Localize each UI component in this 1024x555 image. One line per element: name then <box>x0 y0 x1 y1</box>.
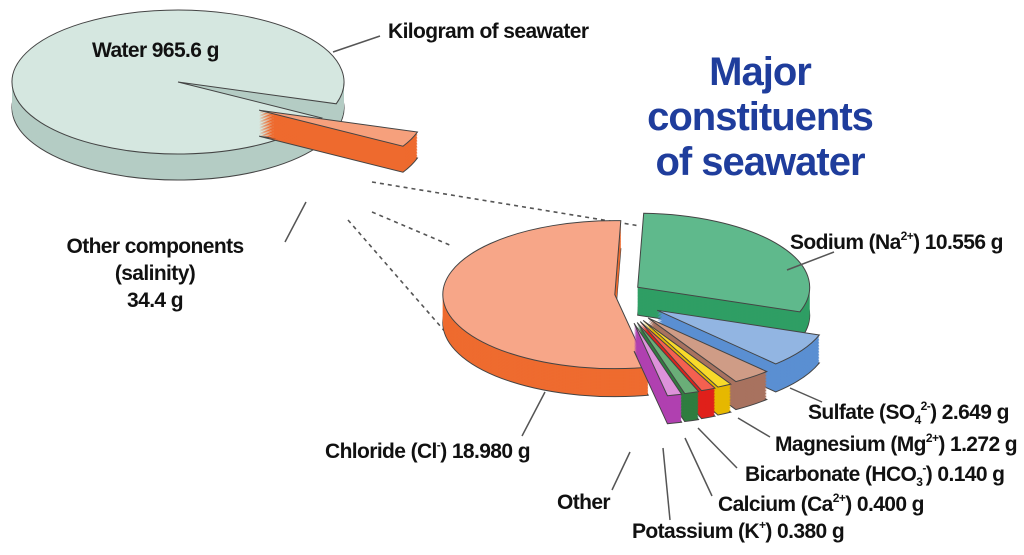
label-sodium: Sodium (Na2+) 10.556 g <box>790 229 1003 254</box>
leader-sodium <box>786 251 835 271</box>
label-magnesium: Magnesium (Mg2+) 1.272 g <box>775 431 1018 456</box>
label-segment: ) 1.272 g <box>938 433 1018 456</box>
label-segment: ) 0.400 g <box>845 493 924 516</box>
leader-sulfate <box>789 387 823 403</box>
pie-slice-water <box>11 9 345 181</box>
label-segment: 4 <box>914 413 922 427</box>
label-segment: 3 <box>916 475 923 489</box>
label-segment: 2- <box>920 399 931 413</box>
slice-top <box>633 322 683 397</box>
label-segment: Water 965.6 g <box>92 39 219 62</box>
label-segment: ) 0.140 g <box>925 463 1005 486</box>
leader-other-components <box>284 201 307 243</box>
slice-top <box>656 309 821 365</box>
label-segment: 2+ <box>832 491 846 505</box>
pie-slice-other <box>633 322 683 425</box>
label-segment: Sodium (Na <box>790 231 901 254</box>
label-segment: ) 0.380 g <box>765 520 845 543</box>
pie-slice-sodium <box>637 212 811 341</box>
label-segment: + <box>759 518 766 532</box>
label-segment: Other <box>557 491 611 514</box>
label-segment: Calcium (Ca <box>718 493 833 516</box>
chart-title: Major constituents of seawater <box>600 50 920 185</box>
connector-line <box>371 211 453 247</box>
slice-top <box>11 9 345 155</box>
slice-top <box>259 109 419 147</box>
label-segment: ) 18.980 g <box>440 440 530 463</box>
label-segment: ) 2.649 g <box>930 401 1009 424</box>
label-line: Other components <box>66 235 244 258</box>
label-segment: - <box>922 461 926 475</box>
leader-other <box>611 451 631 491</box>
label-segment: - <box>436 438 441 452</box>
label-other-components: Other components (salinity) 34.4 g <box>40 233 270 314</box>
label-segment: 2+ <box>900 229 914 243</box>
leader-potassium <box>662 447 671 521</box>
label-line: (salinity) <box>114 262 196 285</box>
label-segment: Bicarbonate (HCO <box>745 463 917 486</box>
label-segment: Potassium (K <box>632 520 760 543</box>
leader-lines <box>284 35 835 521</box>
label-chloride: Chloride (Cl-) 18.980 g <box>325 438 531 463</box>
connector-line <box>371 181 641 227</box>
leader-magnesium <box>737 417 771 438</box>
title-line: constituents <box>647 95 874 139</box>
connector-line <box>347 219 449 336</box>
label-segment: Magnesium (Mg <box>775 433 926 456</box>
label-potassium: Potassium (K+) 0.380 g <box>632 518 845 543</box>
title-line: Major <box>709 50 812 94</box>
pie-slice-other-components <box>259 109 419 173</box>
zoom-connector-lines <box>347 181 641 336</box>
slice-top <box>642 320 732 388</box>
leader-bicarbonate <box>697 427 738 469</box>
label-segment: ) 10.556 g <box>913 231 1003 254</box>
label-bicarbonate: Bicarbonate (HCO3-) 0.140 g <box>745 461 1005 488</box>
label-calcium: Calcium (Ca2+) 0.400 g <box>718 491 925 516</box>
label-segment: Sulfate (SO <box>808 401 915 424</box>
label-segment: 2+ <box>925 431 939 445</box>
major-constituents-pie <box>442 212 821 425</box>
label-water: Water 965.6 g <box>92 40 219 61</box>
slice-top <box>637 212 811 313</box>
label-line: 34.4 g <box>127 289 184 312</box>
label-sulfate: Sulfate (SO42-) 2.649 g <box>808 399 1009 426</box>
kilogram-seawater-pie <box>11 9 419 181</box>
slice-top <box>639 321 717 392</box>
label-other: Other <box>557 491 611 514</box>
label-kilogram-of-seawater: Kilogram of seawater <box>388 20 589 43</box>
label-segment: Chloride (Cl <box>325 440 437 463</box>
pie-slice-chloride <box>442 220 649 398</box>
leader-chloride <box>521 391 546 437</box>
slice-top <box>442 220 649 370</box>
leader-kilogram <box>332 35 381 53</box>
leader-calcium <box>684 437 713 497</box>
slice-top <box>647 317 769 383</box>
slice-top <box>636 322 700 395</box>
title-line: of seawater <box>655 140 865 184</box>
